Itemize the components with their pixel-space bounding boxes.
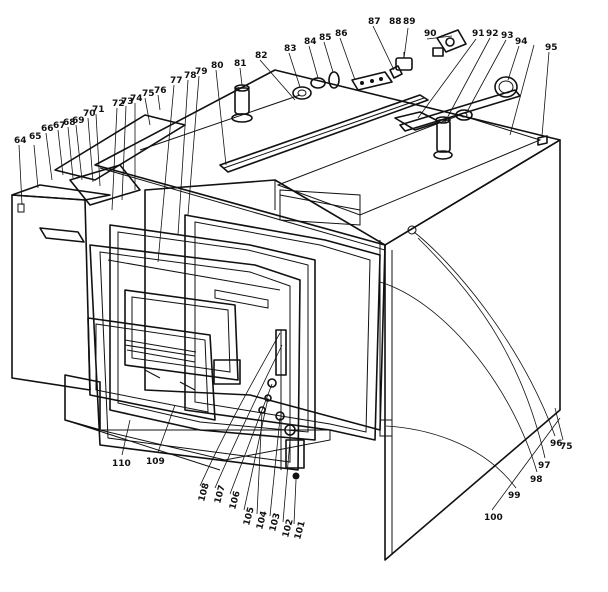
- label-80-left: 80: [211, 61, 224, 71]
- label-73: 73: [121, 97, 134, 107]
- label-90: 90: [424, 29, 437, 39]
- label-71: 71: [92, 105, 105, 115]
- label-75-right: 75: [560, 442, 573, 452]
- label-87: 87: [368, 17, 381, 27]
- valve-90: [432, 29, 467, 57]
- label-65: 65: [29, 132, 42, 142]
- base-pan: [64, 374, 331, 471]
- label-72: 72: [112, 99, 125, 109]
- label-110: 110: [112, 459, 131, 469]
- label-70: 70: [83, 109, 96, 119]
- label-97: 97: [538, 461, 551, 471]
- label-74: 74: [130, 94, 143, 104]
- callout-labels: 64 65 66 67 68 69 70 71 72 73 74 75 76 7…: [14, 17, 573, 541]
- label-66: 66: [41, 124, 54, 134]
- label-100: 100: [484, 513, 503, 523]
- label-105: 105: [242, 506, 257, 527]
- label-108: 108: [197, 482, 212, 503]
- ring-94: [494, 76, 518, 98]
- label-98: 98: [530, 475, 543, 485]
- label-76: 76: [154, 86, 167, 96]
- label-84: 84: [304, 37, 317, 47]
- label-83: 83: [284, 44, 297, 54]
- bushing-85: [328, 71, 340, 89]
- clip-95: [537, 135, 548, 146]
- callout-leaders: [18, 25, 564, 525]
- bracket-91: [394, 111, 441, 131]
- label-95: 95: [545, 43, 558, 53]
- label-103: 103: [268, 512, 283, 533]
- label-89: 89: [403, 17, 416, 27]
- label-86: 86: [335, 29, 348, 39]
- burner-post-left: [231, 84, 253, 123]
- hinge-assembly: [258, 329, 305, 480]
- label-109: 109: [146, 457, 165, 467]
- label-68: 68: [63, 118, 76, 128]
- grommet-84: [310, 77, 326, 89]
- label-107: 107: [213, 484, 228, 505]
- side-panel-right: [379, 139, 561, 561]
- label-85: 85: [319, 33, 332, 43]
- door-frame-outer: [184, 214, 381, 441]
- label-93: 93: [501, 31, 514, 41]
- label-77: 77: [170, 76, 183, 86]
- label-88: 88: [389, 17, 402, 27]
- label-78: 78: [184, 71, 197, 81]
- label-92: 92: [486, 29, 499, 39]
- label-94: 94: [515, 37, 528, 47]
- door-window-opening: [124, 289, 239, 381]
- terminal-block-86: [351, 71, 393, 91]
- label-81: 81: [234, 59, 247, 69]
- label-99: 99: [508, 491, 521, 501]
- label-64: 64: [14, 136, 27, 146]
- label-106: 106: [228, 490, 243, 511]
- label-96: 96: [550, 439, 563, 449]
- label-104: 104: [255, 510, 270, 531]
- grommet-83: [292, 86, 312, 100]
- label-102: 102: [281, 518, 296, 539]
- label-101: 101: [293, 520, 308, 541]
- label-67: 67: [53, 121, 66, 131]
- top-rail-left: [219, 94, 429, 173]
- drawer-front-left: [11, 184, 111, 391]
- door-inner-panel: [89, 244, 301, 471]
- label-82: 82: [255, 51, 268, 61]
- oven-liner: [144, 179, 386, 431]
- label-69: 69: [72, 116, 85, 126]
- label-79: 79: [195, 67, 208, 77]
- label-91: 91: [472, 29, 485, 39]
- label-75-top: 75: [142, 89, 155, 99]
- door-frame-middle: [109, 224, 316, 441]
- nut-93: [455, 109, 473, 121]
